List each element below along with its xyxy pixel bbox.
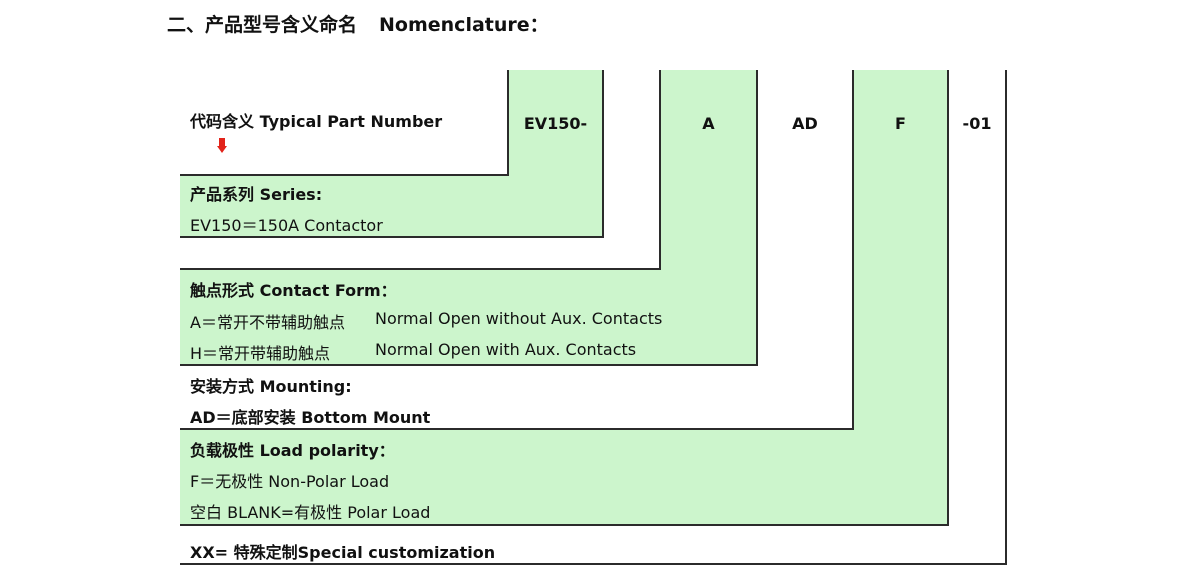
hline-1 <box>180 174 509 176</box>
hline-2 <box>180 236 604 238</box>
contact-form-title: 触点形式 Contact Form： <box>190 281 397 300</box>
mounting-title: 安装方式 Mounting: <box>190 377 352 396</box>
mounting-line: AD＝底部安装 Bottom Mount <box>190 408 431 427</box>
contact-opt1-cn: A＝常开不带辅助触点 <box>190 313 345 332</box>
code-ad: AD <box>792 114 818 133</box>
code-ev150-cell-bg <box>508 70 603 176</box>
vline-4 <box>756 70 758 365</box>
vline-3 <box>659 70 661 269</box>
page-title: 二、产品型号含义命名 Nomenclature： <box>167 10 549 37</box>
hline-7 <box>180 563 1007 565</box>
polarity-block-bg <box>180 428 948 525</box>
code-01: -01 <box>962 114 992 133</box>
title-cn: 二、产品型号含义命名 <box>167 14 358 36</box>
series-title: 产品系列 Series: <box>190 185 323 204</box>
series-block-bg <box>180 174 603 237</box>
series-line: EV150＝150A Contactor <box>190 216 383 235</box>
contact-opt1-en: Normal Open without Aux. Contacts <box>375 309 663 328</box>
contact-opt2-en: Normal Open with Aux. Contacts <box>375 340 637 359</box>
code-f: F <box>895 114 906 133</box>
code-a: A <box>702 114 715 133</box>
vline-6 <box>947 70 949 525</box>
down-arrow-icon <box>217 138 227 154</box>
hline-4 <box>180 364 758 366</box>
vline-1 <box>507 70 509 175</box>
vline-2 <box>602 70 604 237</box>
contact-opt2-cn: H＝常开带辅助触点 <box>190 344 331 363</box>
title-en: Nomenclature： <box>379 14 549 36</box>
vline-5 <box>852 70 854 429</box>
polarity-line1: F＝无极性 Non-Polar Load <box>190 472 390 491</box>
hline-5 <box>180 428 854 430</box>
polarity-title: 负载极性 Load polarity： <box>190 441 395 460</box>
code-ev150: EV150- <box>523 114 588 133</box>
vline-7 <box>1005 70 1007 564</box>
code-f-column-bg <box>853 70 948 430</box>
code-a-column-bg <box>660 70 757 268</box>
contact-form-block-bg <box>180 268 757 365</box>
special-customization: XX= 特殊定制Special customization <box>190 543 496 562</box>
header-label: 代码含义 Typical Part Number <box>190 112 443 131</box>
polarity-line2: 空白 BLANK=有极性 Polar Load <box>190 503 431 522</box>
hline-3 <box>180 268 661 270</box>
hline-6 <box>180 524 949 526</box>
